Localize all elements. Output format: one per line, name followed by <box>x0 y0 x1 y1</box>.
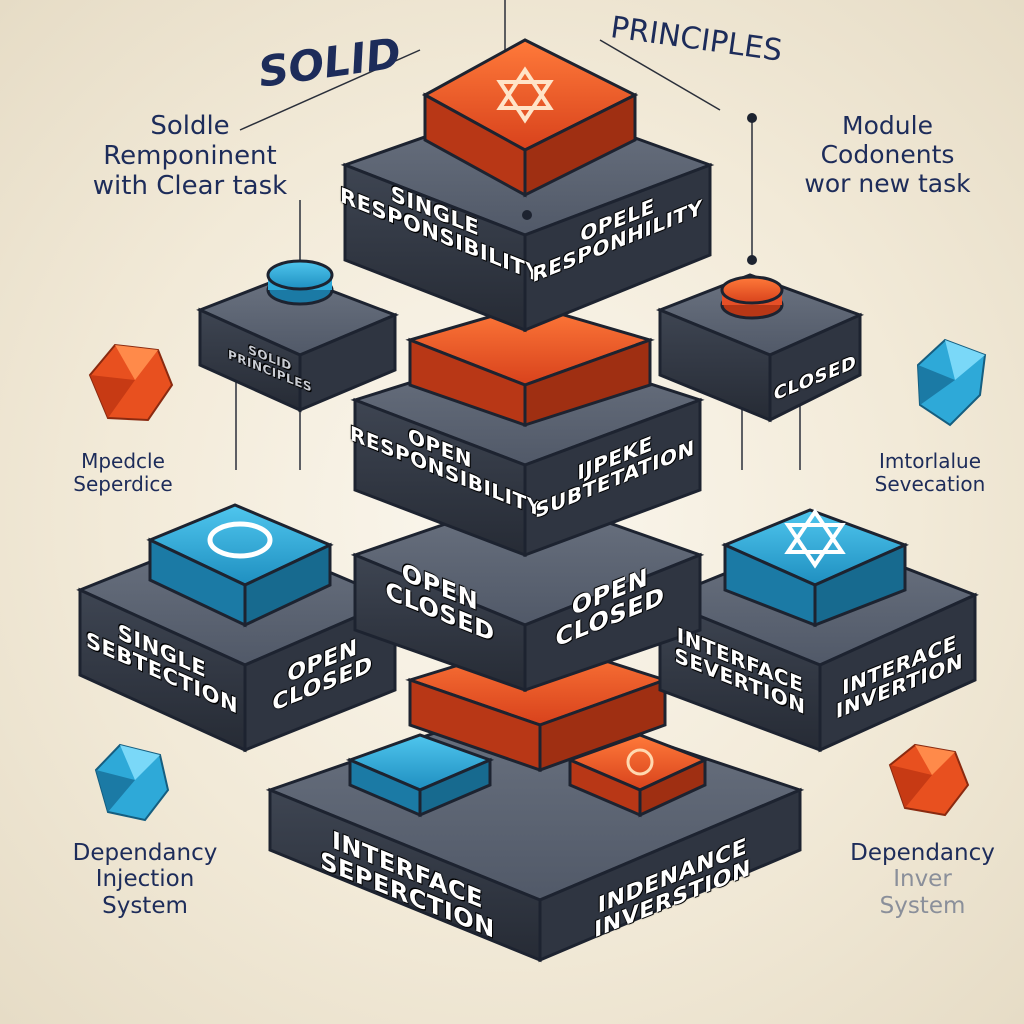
orange-circle-icon <box>626 748 654 776</box>
center-mid-block <box>350 493 705 693</box>
top-block <box>340 38 715 333</box>
left-block <box>76 503 399 753</box>
circle-icon <box>207 521 273 559</box>
star-of-david-icon <box>496 66 554 124</box>
label-bottom-right: Dependancy Inver System <box>850 840 995 919</box>
label-mid-right: Imtorlalue Sevecation <box>874 449 986 496</box>
star-of-david-icon <box>784 508 846 569</box>
gem-icon <box>94 743 170 822</box>
label-bottom-left: Dependancy Injection System <box>72 840 218 919</box>
gem-icon <box>916 338 987 427</box>
label-top-right: Module Codonents wor new task <box>804 111 971 198</box>
center-upper-block <box>350 303 705 558</box>
label-mid-left: Mpedcle Seperdice <box>73 449 173 496</box>
small-right-block <box>655 273 865 423</box>
right-block <box>656 508 979 753</box>
label-top-left: Soldle Remponinent with Clear task <box>92 111 288 201</box>
gem-icon <box>888 743 970 817</box>
small-left-block <box>196 259 400 413</box>
gem-icon <box>88 343 174 422</box>
